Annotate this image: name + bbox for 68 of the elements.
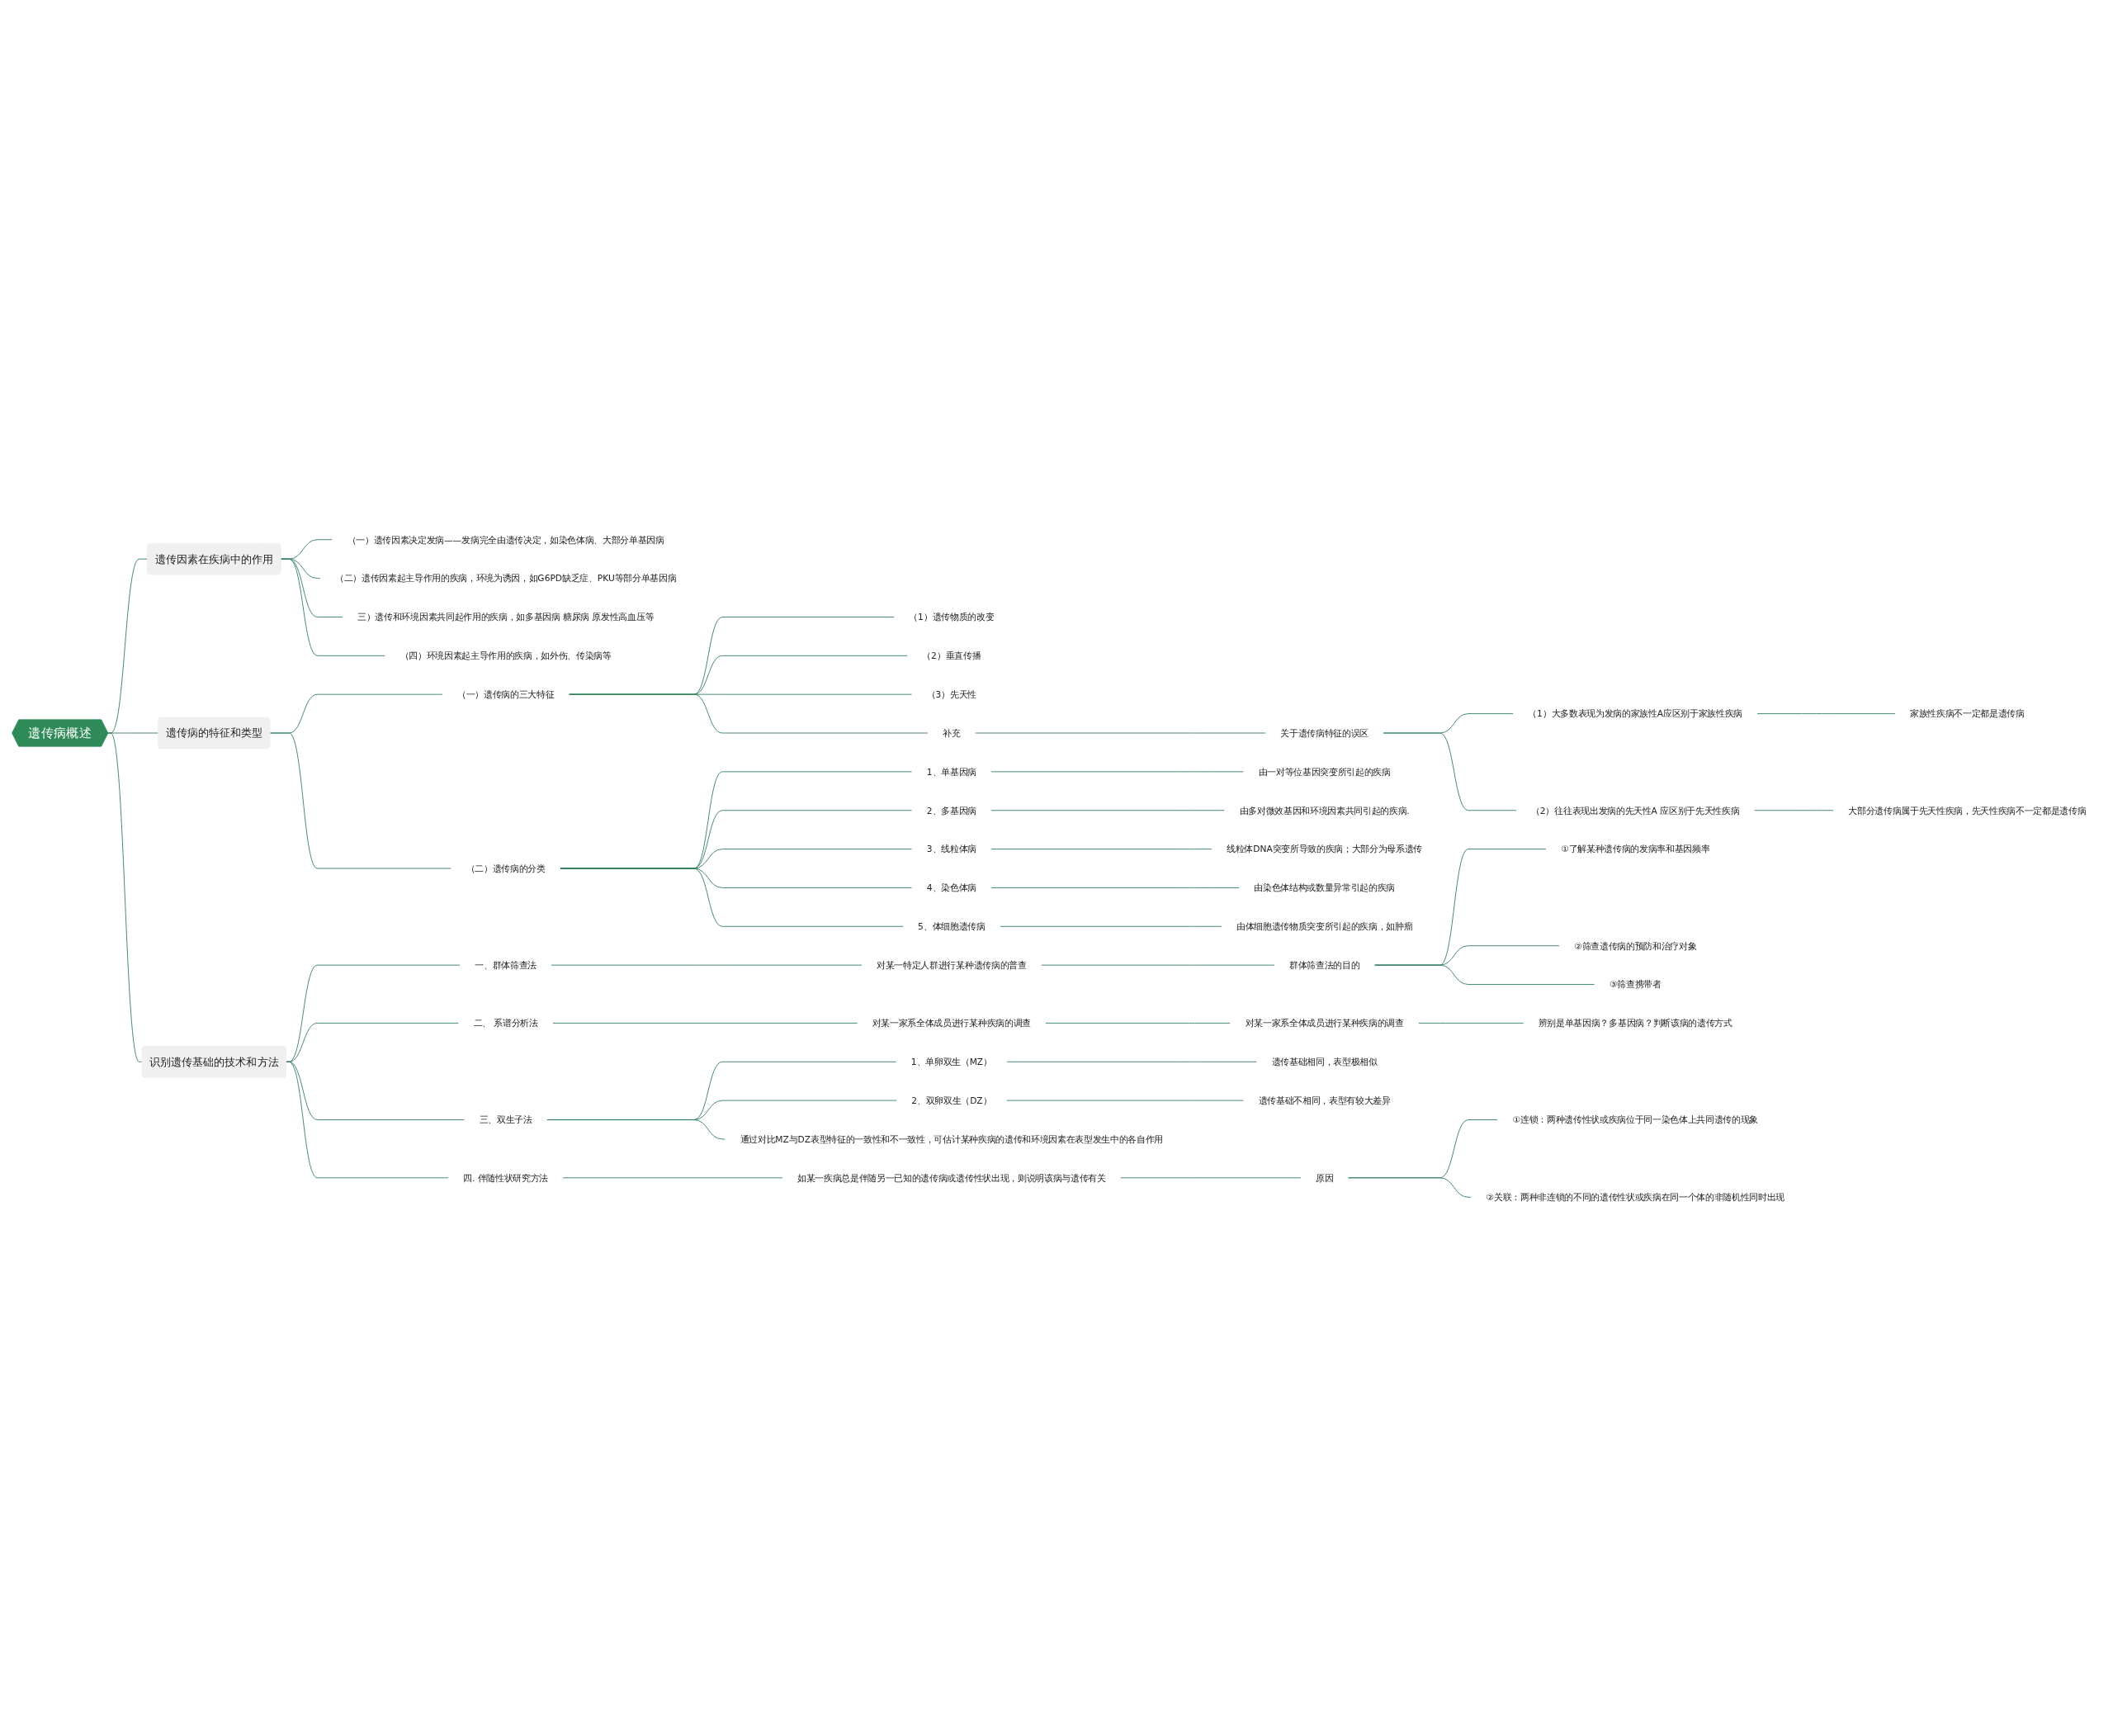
node-text: 1、单基因病: [926, 766, 976, 777]
node-text: 如某一疾病总是伴随另一已知的遗传病或遗传性状出现，则说明该病与遗传有关: [797, 1172, 1106, 1183]
node-text: 线粒体DNA突变所导致的疾病；大部分为母系遗传: [1227, 843, 1423, 854]
node-text: 三、双生子法: [479, 1114, 532, 1125]
connector: [286, 1061, 449, 1178]
connector: [1756, 712, 1896, 714]
node-text: （2）往往表现出发病的先天性A 应区别于先天性疾病: [1531, 804, 1740, 816]
connector: [1347, 1176, 1472, 1198]
node-text: 二、 系谱分析法: [473, 1017, 538, 1029]
connector: [990, 848, 1212, 849]
node-text: 遗传基础相同，表型极相似: [1271, 1056, 1378, 1067]
connector: [1383, 732, 1517, 811]
connector: [999, 925, 1222, 927]
node-text: 对某一家系全体成员进行某种疾病的调查: [1245, 1017, 1404, 1029]
connector: [990, 809, 1226, 811]
node-text: 2、双卵双生（DZ）: [911, 1095, 992, 1105]
node-text: （3）先天性: [926, 688, 976, 699]
connector: [546, 1119, 726, 1139]
node-text: 一、群体筛查法: [475, 959, 537, 970]
node-text: ①了解某种遗传病的发病率和基因频率: [1561, 843, 1710, 854]
node-text: （一）遗传因素决定发病——发病完全由遗传决定，如染色体病、大部分单基因病: [347, 534, 664, 545]
connector: [1006, 1061, 1258, 1062]
connector: [107, 732, 143, 1062]
node-text: 4、染色体病: [926, 882, 976, 893]
connector: [560, 868, 904, 927]
connector: [1120, 1176, 1302, 1178]
node-text: 1、单卵双生（MZ）: [910, 1056, 992, 1067]
node-text: （2）垂直传播: [922, 650, 981, 661]
node-text: 三）遗传和环境因素共同起作用的疾病，如多基因病 糖尿病 原发性高血压等: [357, 611, 655, 622]
node-text: 大部分遗传病属于先天性疾病，先天性疾病不一定都是遗传病: [1848, 804, 2087, 816]
connector: [1045, 1022, 1231, 1024]
node-text: 四. 伴随性状研究方法: [463, 1172, 549, 1183]
node-text: 由多对微效基因和环境因素共同引起的疾病.: [1239, 804, 1410, 816]
node-text: 对某一家系全体成员进行某种疾病的调查: [872, 1017, 1031, 1029]
node-text: ②关联：两种非连锁的不同的遗传性状或疾病在同一个体的非随机性同时出现: [1486, 1191, 1785, 1202]
node-text: 关于遗传病特征的误区: [1280, 727, 1369, 738]
connector: [568, 693, 929, 733]
node-text: （四）环境因素起主导作用的疾病，如外伤、传染病等: [399, 650, 612, 661]
connector: [990, 887, 1240, 888]
node-text: （1）遗传物质的改变: [909, 611, 995, 622]
node-text: 通过对比MZ与DZ表型特征的一致性和不一致性，可估计某种疾病的遗传和环境因素在表型发生中的各自作用: [740, 1133, 1164, 1144]
node-text: 由体细胞遗传物质突变所引起的疾病，如肿瘤: [1236, 920, 1413, 932]
node-text: 家族性疾病不一定都是遗传病: [1909, 707, 2025, 719]
node-text: 补充: [943, 727, 961, 738]
node-text: 辨别是单基因病？多基因病？判断该病的遗传方式: [1538, 1017, 1732, 1029]
node-text: （二）遗传因素起主导作用的疾病，环境为诱因，如G6PD缺乏症、PKU等部分单基因病: [334, 572, 677, 584]
node-text: 遗传基础不相同，表型有较大差异: [1258, 1095, 1391, 1105]
connector: [269, 732, 452, 868]
connector: [1373, 964, 1595, 985]
node-text: ①连锁：两种遗传性状或疾病位于同一染色体上共同遗传的现象: [1512, 1114, 1759, 1125]
connector: [280, 558, 386, 656]
node-text: ②筛查遗传病的预防和治疗对象: [1574, 939, 1697, 951]
node-text: 2、多基因病: [926, 804, 976, 816]
node-text: （1）大多数表现为发病的家族性A应区别于家族性疾病: [1528, 707, 1743, 719]
node-text: ③筛查携带者: [1609, 978, 1662, 990]
node-text: （一）遗传病的三大特征: [456, 688, 555, 699]
node-text: 由一对等位基因突变所引起的疾病: [1258, 766, 1391, 777]
node-text: （二）遗传病的分类: [466, 863, 546, 873]
connector: [562, 1176, 783, 1178]
connector: [552, 1022, 858, 1024]
connector: [1753, 809, 1834, 811]
node-text: 对某一特定人群进行某种遗传病的普查: [877, 959, 1027, 970]
node-text: 由染色体结构或数量异常引起的疾病: [1254, 882, 1396, 893]
connector: [1418, 1022, 1524, 1024]
node-text: 3、线粒体病: [926, 843, 976, 854]
node-text: 原因: [1315, 1172, 1334, 1183]
node-text: 群体筛查法的目的: [1288, 959, 1360, 970]
node-text: 5、体细胞遗传病: [918, 920, 986, 932]
